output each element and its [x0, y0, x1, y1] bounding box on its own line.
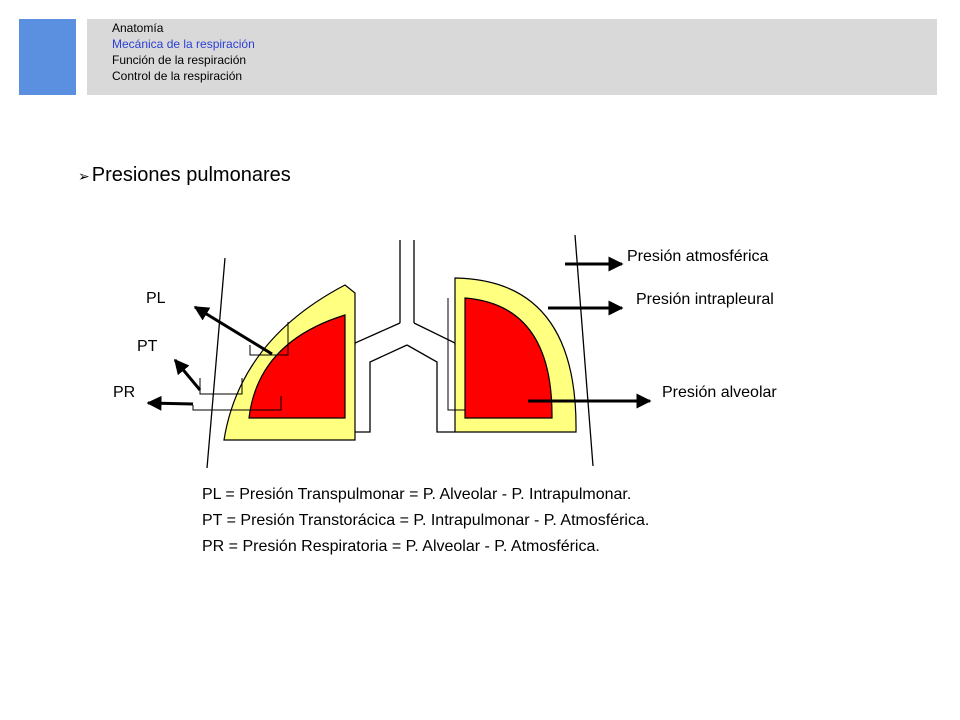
pt-bracket: [199, 378, 243, 395]
left-lung: [248, 314, 346, 419]
nav-item-funcion[interactable]: Función de la respiración: [112, 53, 247, 67]
nav-item-mecanica[interactable]: Mecánica de la respiración: [112, 37, 255, 51]
header-accent-block: [19, 19, 76, 95]
trachea: [354, 240, 456, 433]
right-bracket: [447, 298, 465, 411]
section-title: ➢ Presiones pulmonares: [78, 164, 291, 187]
nav-item-control[interactable]: Control de la respiración: [112, 69, 243, 83]
label-presion-atmosferica: Presión atmosférica: [627, 248, 769, 265]
label-pr: PR: [113, 384, 136, 401]
right-lung: [464, 297, 553, 419]
label-pt: PT: [137, 338, 158, 355]
chest-wall-right: [574, 234, 594, 467]
formula-pt: PT = Presión Transtorácica = P. Intrapul…: [202, 512, 650, 529]
chest-wall-left: [206, 257, 226, 469]
header-bar: [87, 19, 937, 95]
pl-bracket: [249, 322, 289, 356]
arrow-bullet-icon: ➢: [78, 167, 90, 184]
formula-pl: PL = Presión Transpulmonar = P. Alveolar…: [202, 486, 632, 503]
pr-bracket: [192, 396, 282, 411]
formulas: PL = Presión Transpulmonar = P. Alveolar…: [202, 482, 649, 560]
nav-menu: Anatomía Mecánica de la respiración Func…: [112, 20, 255, 84]
label-pl: PL: [146, 290, 166, 307]
label-presion-alveolar: Presión alveolar: [662, 384, 777, 401]
label-presion-intrapleural: Presión intrapleural: [636, 291, 774, 308]
formula-pr: PR = Presión Respiratoria = P. Alveolar …: [202, 538, 600, 555]
section-title-text: Presiones pulmonares: [91, 164, 291, 186]
pl-arrow: [193, 305, 273, 356]
pr-arrow: [146, 395, 194, 411]
pt-arrow: [173, 358, 202, 391]
nav-item-anatomia[interactable]: Anatomía: [112, 21, 164, 35]
